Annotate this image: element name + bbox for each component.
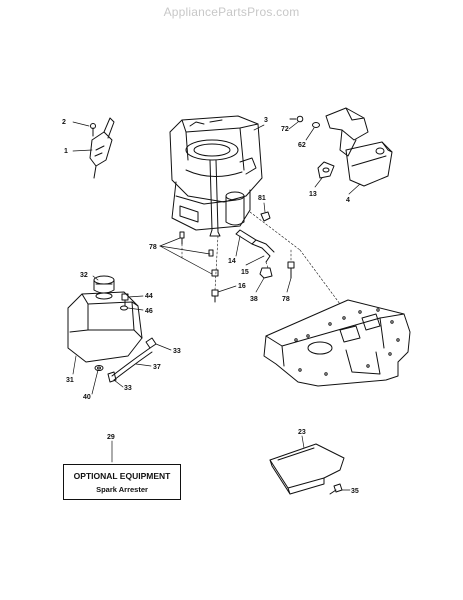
- callout-33-lower: 33: [124, 385, 132, 392]
- callout-16: 16: [238, 283, 246, 290]
- callout-35: 35: [351, 488, 359, 495]
- callout-38: 38: [250, 296, 258, 303]
- callout-44: 44: [145, 293, 153, 300]
- callout-78-left: 78: [149, 244, 157, 251]
- optional-equipment-title: OPTIONAL EQUIPMENT: [73, 471, 171, 481]
- engine-part[interactable]: [169, 115, 263, 237]
- frame-plate-part[interactable]: [263, 299, 411, 387]
- callout-46: 46: [145, 308, 153, 315]
- callout-3: 3: [264, 117, 268, 124]
- spark-arrester-label: Spark Arrester: [96, 485, 148, 494]
- callout-1: 1: [64, 148, 68, 155]
- callout-15: 15: [241, 269, 249, 276]
- bolt-78-right-part[interactable]: [287, 261, 295, 279]
- muffler-part[interactable]: [289, 107, 393, 187]
- leader-lines: [72, 121, 361, 491]
- callout-62: 62: [298, 142, 306, 149]
- callout-78-right: 78: [282, 296, 290, 303]
- screw-81-part[interactable]: [260, 211, 271, 222]
- heat-shield-part[interactable]: [269, 443, 345, 495]
- fuel-tank-part[interactable]: [67, 291, 143, 363]
- callout-81: 81: [258, 195, 266, 202]
- callout-72: 72: [281, 126, 289, 133]
- callout-2: 2: [62, 119, 66, 126]
- screw-35-part[interactable]: [329, 483, 343, 495]
- callout-29: 29: [107, 434, 115, 441]
- fuel-cap-part[interactable]: [93, 275, 115, 294]
- fuel-line-part[interactable]: [107, 337, 157, 383]
- callout-32: 32: [80, 272, 88, 279]
- nut-38-part[interactable]: [259, 267, 273, 279]
- callout-4: 4: [346, 197, 350, 204]
- throttle-control-part[interactable]: [89, 117, 115, 179]
- callout-13: 13: [309, 191, 317, 198]
- optional-equipment-box: OPTIONAL EQUIPMENT Spark Arrester: [63, 464, 181, 500]
- callout-37: 37: [153, 364, 161, 371]
- callout-23: 23: [298, 429, 306, 436]
- callout-40: 40: [83, 394, 91, 401]
- grommet-40-part[interactable]: [94, 365, 104, 371]
- callout-33-upper: 33: [173, 348, 181, 355]
- callout-14: 14: [228, 258, 236, 265]
- fuel-hose-part[interactable]: [235, 229, 275, 263]
- assembly-reference-lines: [181, 211, 341, 305]
- watermark: AppliancePartsPros.com: [163, 5, 300, 19]
- callout-31: 31: [66, 377, 74, 384]
- callout-labels: 2 1 3 72 62 13 4 81 78 14 15 16 38 78 32…: [62, 117, 359, 495]
